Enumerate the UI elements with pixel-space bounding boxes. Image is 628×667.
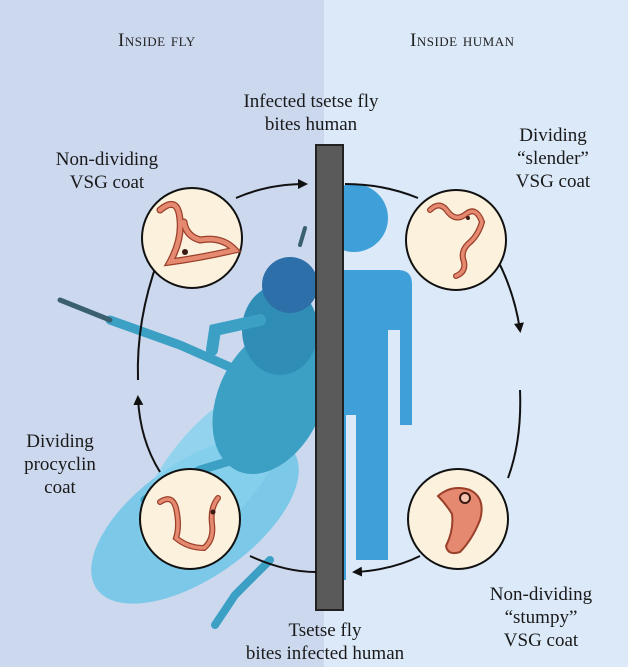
label-stage-bottom-right: Non-dividing“stumpy”VSG coat	[476, 583, 606, 652]
host-barrier	[316, 145, 343, 610]
stage-top-left-circle	[142, 188, 242, 288]
stage-bottom-left-circle	[140, 469, 240, 569]
label-stage-top-right: Dividing“slender”VSG coat	[498, 124, 608, 193]
heading-inside-human: Inside human	[410, 30, 514, 52]
stage-top-right-circle	[406, 190, 506, 290]
heading-inside-fly: Inside fly	[118, 30, 196, 52]
stage-bottom-right-circle	[408, 469, 508, 569]
